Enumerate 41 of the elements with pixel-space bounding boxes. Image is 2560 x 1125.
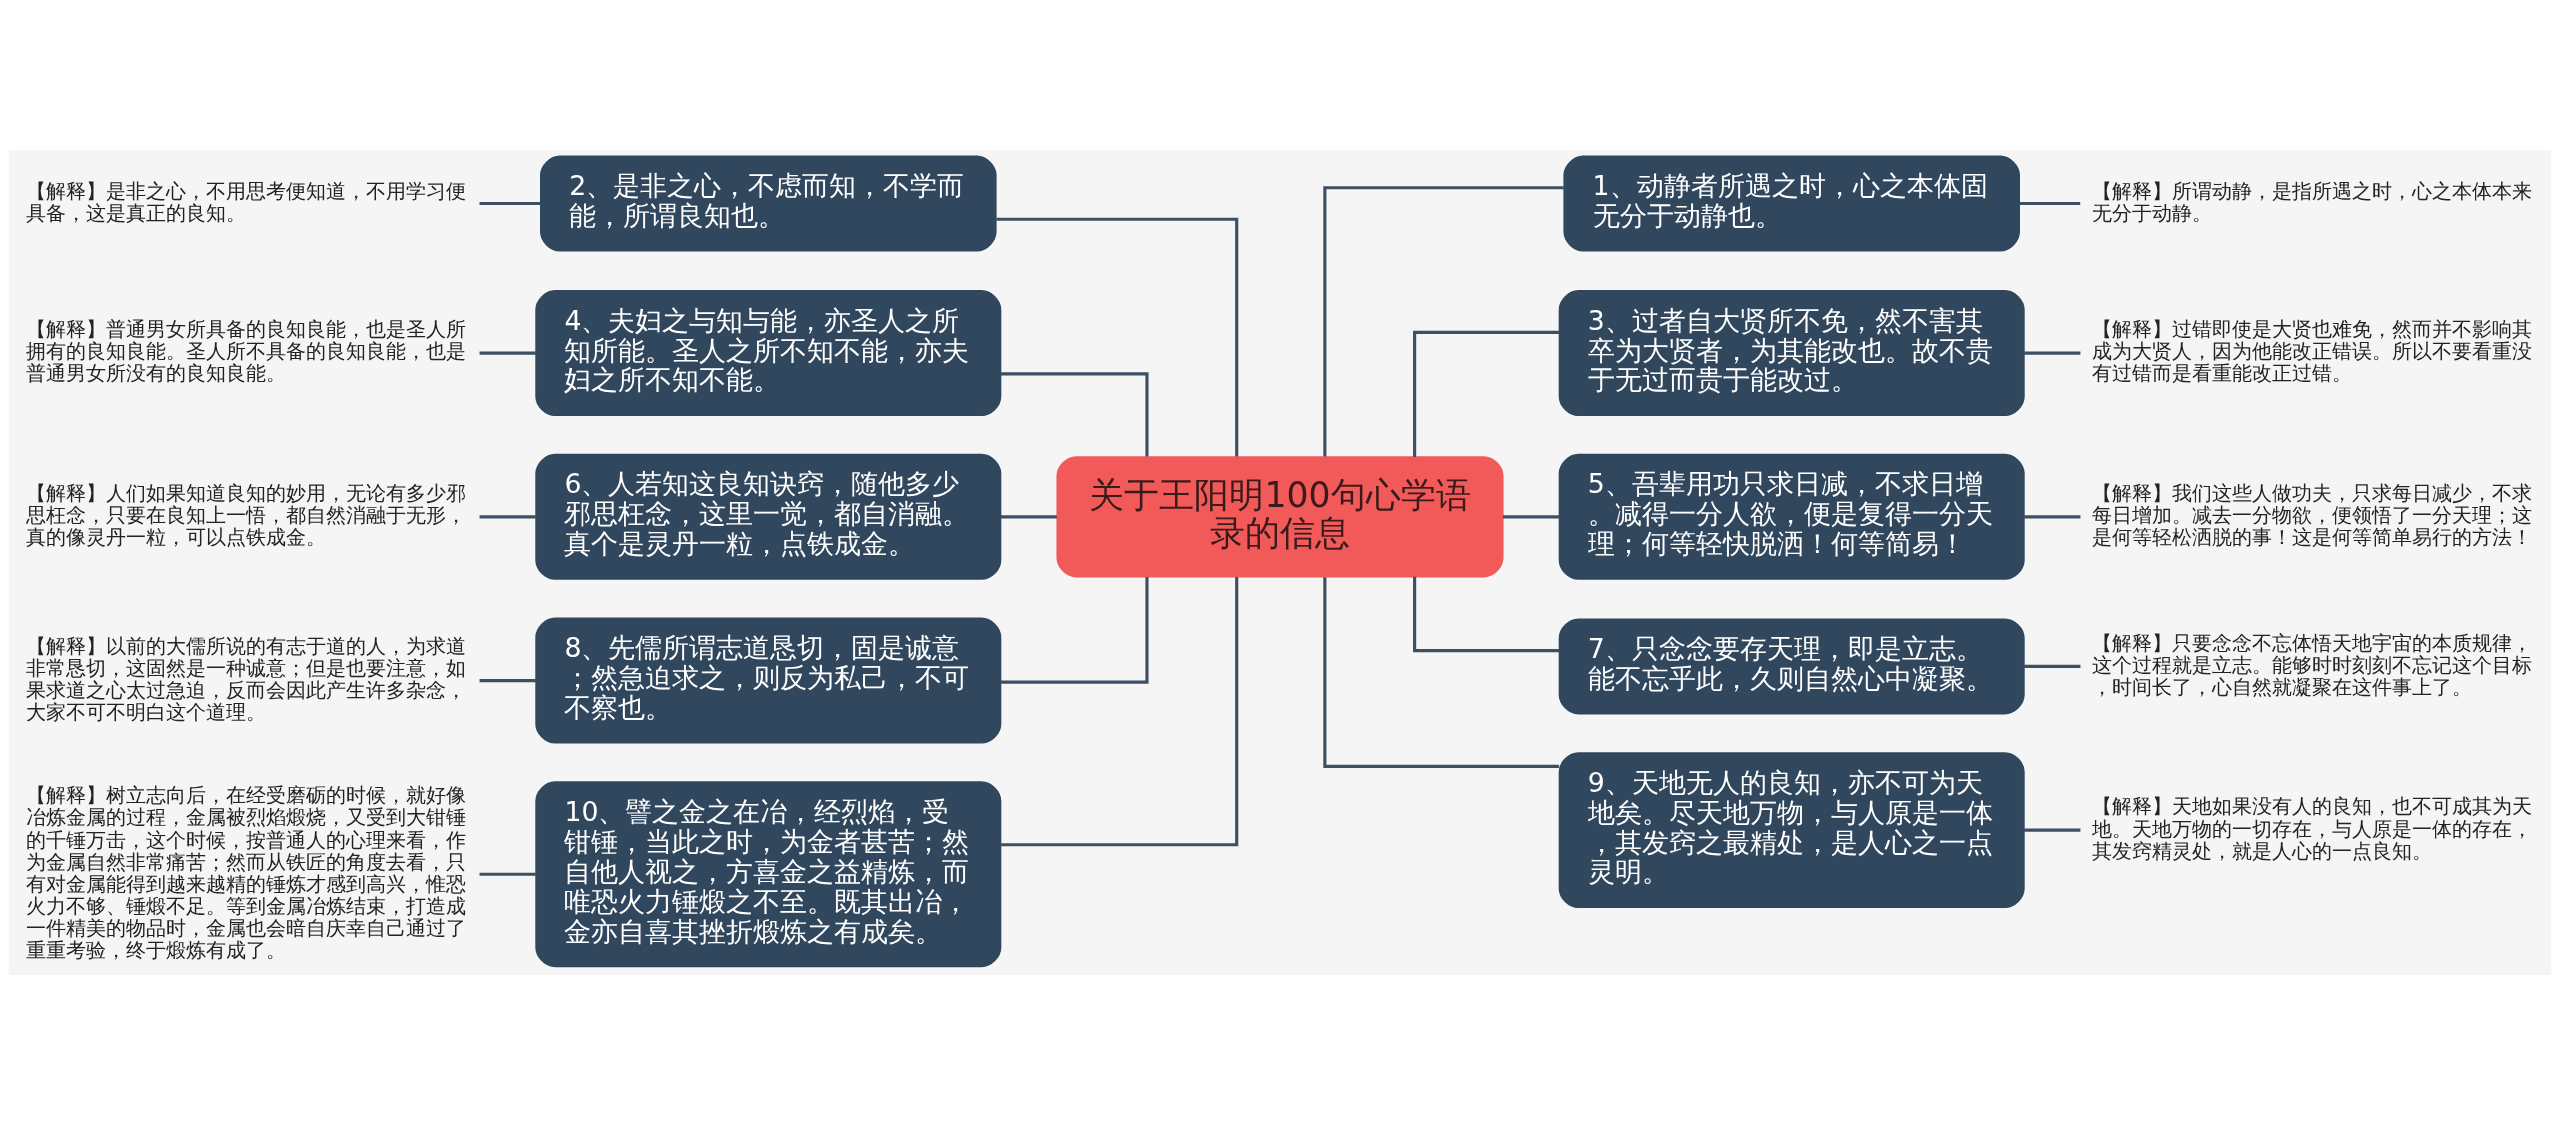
connector <box>2024 351 2081 355</box>
connector <box>2019 201 2081 206</box>
connector <box>479 515 536 519</box>
connector <box>1000 372 1149 457</box>
connector <box>479 872 536 876</box>
node-box: 6、人若知这良知诀窍，随他多少邪思枉念，这里一觉，都自消融。真个是灵丹一粒，点铁成金。 <box>535 453 1002 580</box>
connector <box>1323 186 1564 457</box>
connector <box>1000 577 1149 684</box>
connector <box>479 679 536 683</box>
connector <box>2024 515 2081 519</box>
node-text: 【解释】过错即使是大贤也难免，然而并不影响其成为大贤人，因为他能改正错误。所以不要看重没有过错而是看重能改正过错。 <box>2091 317 2532 386</box>
connector <box>479 351 536 355</box>
node-box: 4、夫妇之与知与能，亦圣人之所知所能。圣人之所不知不能，亦夫妇之所不知不能。 <box>535 290 1002 417</box>
connector <box>479 201 541 206</box>
node-text: 【解释】所谓动静，是指所遇之时，心之本体本来无分于动静。 <box>2091 178 2532 225</box>
node-text: 【解释】树立志向后，在经受磨砺的时候，就好像冶炼金属的过程，金属被烈焰煅烧，又受到大钳锤的千锤万击，这个时候，按普通人的心理来看，作为金属自然非常痛苦；然而从铁匠的角度去看，只有对金属能得到越来越精的锤炼才感到高兴，惟恐火力不够、锤煅不足。等到金属冶炼结束，打造成一件精美的物品时，金属也会暗自庆幸自己通过了重重考验，终于煅炼有成了。 <box>25 783 466 962</box>
connector <box>1323 577 1559 768</box>
node-text: 【解释】人们如果知道良知的妙用，无论有多少邪思枉念，只要在良知上一悟，都自然消融于无形，真的像灵丹一粒，可以点铁成金。 <box>25 481 466 550</box>
connector <box>1000 515 1057 519</box>
node-box: 3、过者自大贤所不免，然不害其卒为大贤者，为其能改也。故不贵于无过而贵于能改过。 <box>1558 290 2025 417</box>
node-box: 10、譬之金之在冶，经烈焰，受钳锤，当此之时，为金者甚苦；然自他人视之，方喜金之益精炼，而唯恐火力锤煅之不至。既其出冶，金亦自喜其挫折煅炼之有成矣。 <box>535 781 1002 968</box>
node-box: 关于王阳明100句心学语录的信息 <box>1056 456 1504 578</box>
node-box: 9、天地无人的良知，亦不可为天地矣。尽天地万物，与人原是一体，其发窍之最精处，是人心之一点灵明。 <box>1558 752 2025 909</box>
node-box: 7、只念念要存天理，即是立志。能不忘乎此，久则自然心中凝聚。 <box>1558 618 2025 715</box>
connector <box>996 217 1239 457</box>
connector <box>1001 577 1239 847</box>
node-text: 【解释】只要念念不忘体悟天地宇宙的本质规律，这个过程就是立志。能够时时刻刻不忘记这个目标，时间长了，心自然就凝聚在这件事上了。 <box>2091 630 2532 699</box>
node-box: 1、动静者所遇之时，心之本体固无分于动静也。 <box>1563 155 2020 252</box>
node-text: 【解释】以前的大儒所说的有志于道的人，为求道非常恳切，这固然是一种诚意；但是也要注意，如果求道之心太过急迫，反而会因此产生许多杂念，大家不可不明白这个道理。 <box>25 633 466 724</box>
node-box: 5、吾辈用功只求日减，不求日增。减得一分人欲，便是复得一分天理；何等轻快脱洒！何等简易！ <box>1558 453 2025 580</box>
node-box: 2、是非之心，不虑而知，不学而能，所谓良知也。 <box>540 155 997 252</box>
node-text: 【解释】天地如果没有人的良知，也不可成其为天地。天地万物的一切存在，与人原是一体的存在，其发窍精灵处，就是人心的一点良知。 <box>2091 794 2532 863</box>
node-box: 8、先儒所谓志道恳切，固是诚意；然急迫求之，则反为私己，不可不察也。 <box>535 617 1002 744</box>
connector <box>1502 515 1560 519</box>
connector <box>1413 330 1560 457</box>
node-text: 【解释】我们这些人做功夫，只求每日减少，不求每日增加。减去一分物欲，便领悟了一分天理；这是何等轻松洒脱的事！这是何等简单易行的方法！ <box>2091 481 2532 550</box>
connector <box>2024 828 2081 832</box>
connector <box>2024 664 2081 668</box>
connector <box>1413 576 1560 653</box>
node-text: 【解释】普通男女所具备的良知良能，也是圣人所拥有的良知良能。圣人所不具备的良知良能，也是普通男女所没有的良知良能。 <box>25 317 466 386</box>
node-text: 【解释】是非之心，不用思考便知道，不用学习便具备，这是真正的良知。 <box>25 178 466 225</box>
